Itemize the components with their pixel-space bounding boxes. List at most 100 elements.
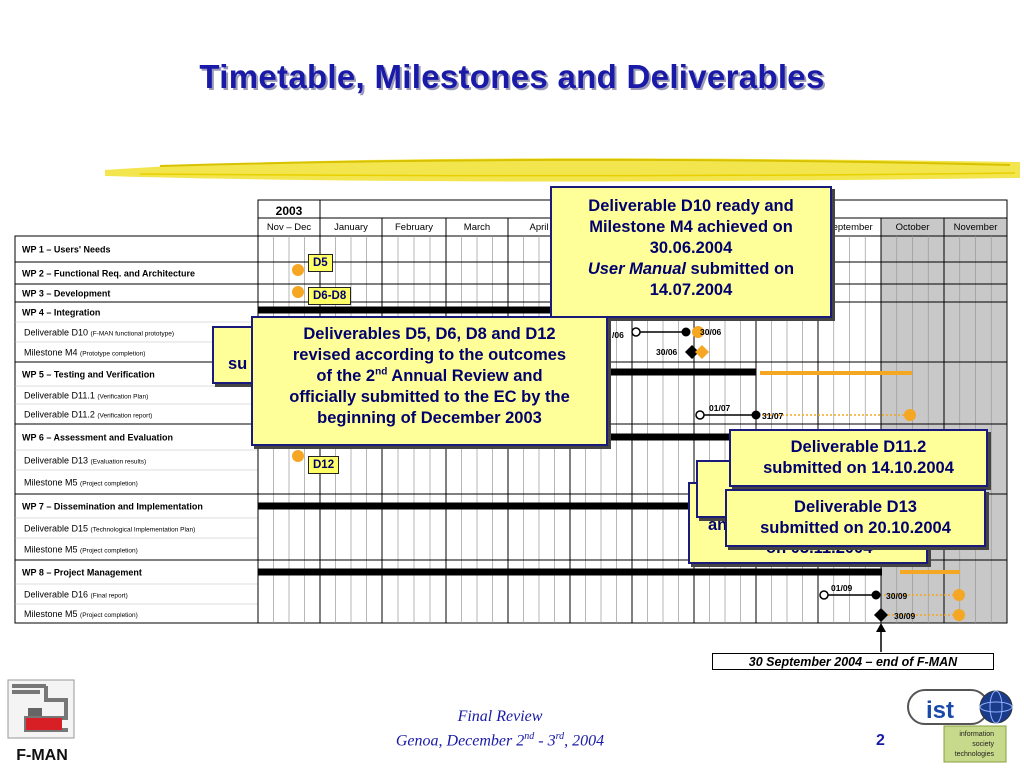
revised-marker-d12 bbox=[292, 450, 304, 462]
revised-marker-m5 bbox=[953, 609, 965, 621]
milestone-m4-revised bbox=[695, 345, 709, 359]
bar-wp8-planned bbox=[258, 568, 882, 576]
row-label: Milestone M5 (Project completion) bbox=[24, 545, 138, 555]
row-label-detail: (F-MAN functional prototype) bbox=[91, 331, 174, 338]
footer-text: - 3 bbox=[534, 732, 556, 750]
callout-hidden-line: an bbox=[708, 516, 728, 534]
date-label: 30/06 bbox=[656, 347, 678, 357]
callout-d11-2-line: submitted on 14.10.2004 bbox=[763, 459, 954, 477]
row-label: Deliverable D16 (Final report) bbox=[24, 590, 128, 600]
row-label-detail: (Prototype completion) bbox=[80, 351, 145, 358]
row-label: Milestone M5 (Project completion) bbox=[24, 478, 138, 488]
end-arrow-head bbox=[876, 623, 886, 632]
row-label: WP 2 – Functional Req. and Architecture bbox=[22, 269, 195, 279]
callout-revised-line: of the 2nd Annual Review and bbox=[253, 366, 606, 387]
callout-hidden-text: su bbox=[228, 355, 248, 373]
start-marker-d10 bbox=[631, 327, 641, 337]
footer-text: Genoa, December 2 bbox=[395, 732, 525, 750]
tag-d6-d8: D6-D8 bbox=[308, 287, 352, 305]
callout-d10-line: 14.07.2004 bbox=[649, 281, 733, 299]
decorative-brush-stroke bbox=[105, 158, 1020, 182]
row-label: WP 4 – Integration bbox=[22, 308, 100, 318]
callout-d10-line: Deliverable D10 ready and bbox=[588, 197, 794, 215]
bar-wp7-planned bbox=[258, 502, 726, 510]
callout-revised-line: officially submitted to the EC by the bbox=[289, 388, 570, 406]
month-label: February bbox=[395, 222, 433, 233]
month-label: April bbox=[529, 222, 548, 233]
row-label: Deliverable D11.1 (Verification Plan) bbox=[24, 391, 148, 401]
date-label: 31/07 bbox=[762, 411, 784, 421]
start-marker-d11-2 bbox=[695, 410, 705, 420]
page-number: 2 bbox=[876, 732, 885, 749]
row-label-detail: (Technological Implementation Plan) bbox=[91, 527, 196, 534]
row-label: Milestone M4 (Prototype completion) bbox=[24, 348, 145, 358]
row-label-detail: (Verification report) bbox=[97, 413, 152, 420]
callout-d10-line: 30.06.2004 bbox=[649, 239, 733, 257]
callout-revised-sup: nd bbox=[375, 366, 388, 378]
date-label: 01/07 bbox=[709, 403, 731, 413]
row-label-detail: (Final report) bbox=[91, 593, 128, 600]
callout-d10: Deliverable D10 ready and Milestone M4 a… bbox=[550, 186, 832, 318]
bar-wp8-revised bbox=[900, 570, 960, 574]
ist-logo: ist information society technologies bbox=[907, 689, 1013, 763]
ist-logo-sub: information bbox=[959, 731, 994, 738]
row-label-detail: (Verification Plan) bbox=[97, 394, 148, 401]
callout-d11-2-line: Deliverable D11.2 bbox=[790, 438, 927, 456]
milestone-m5-planned bbox=[874, 608, 888, 622]
callout-d13-line: Deliverable D13 bbox=[794, 498, 917, 516]
callout-revised-text: Annual Review and bbox=[387, 367, 543, 385]
row-label-detail: (Evaluation results) bbox=[91, 459, 147, 466]
bar-wp4-planned bbox=[258, 306, 560, 314]
page-title: Timetable, Milestones and Deliverables bbox=[199, 58, 825, 95]
end-of-project-label: 30 September 2004 – end of F-MAN bbox=[712, 653, 994, 670]
callout-d10-line4: submitted on bbox=[685, 260, 795, 278]
month-label: September bbox=[826, 222, 872, 233]
end-marker-d10 bbox=[681, 327, 691, 337]
footer-title: Final Review bbox=[457, 708, 543, 725]
date-label: 30/06 bbox=[700, 327, 722, 337]
callout-revised-line: Deliverables D5, D6, D8 and D12 bbox=[303, 325, 556, 343]
footer-sup: nd bbox=[524, 731, 535, 742]
month-label: January bbox=[334, 222, 368, 233]
milestone-m4-planned bbox=[685, 345, 699, 359]
row-label: Deliverable D10 (F-MAN functional protot… bbox=[24, 328, 174, 338]
callout-d10-line: Milestone M4 achieved on bbox=[589, 218, 793, 236]
month-label: March bbox=[464, 222, 490, 233]
date-label: 30/09 bbox=[894, 611, 916, 621]
callout-revised-deliverables: Deliverables D5, D6, D8 and D12 revised … bbox=[251, 316, 608, 446]
user-manual-text: User Manual bbox=[587, 260, 686, 278]
footer-sup: rd bbox=[555, 731, 565, 742]
callout-d13-line: submitted on 20.10.2004 bbox=[760, 519, 951, 537]
revised-marker-d6-d8 bbox=[292, 286, 304, 298]
row-label: Deliverable D15 (Technological Implement… bbox=[24, 524, 195, 534]
row-label: WP 3 – Development bbox=[22, 289, 110, 299]
end-marker-d11-2 bbox=[751, 410, 761, 420]
callout-revised-line: revised according to the outcomes bbox=[292, 346, 567, 364]
row-label: WP 8 – Project Management bbox=[22, 568, 142, 578]
year-label: 2003 bbox=[276, 204, 303, 218]
date-label: /06 bbox=[612, 330, 624, 340]
ist-logo-sub: technologies bbox=[955, 751, 995, 758]
bar-wp5-revised bbox=[760, 371, 912, 375]
revised-marker-d5 bbox=[292, 264, 304, 276]
ist-logo-text: ist bbox=[926, 697, 954, 724]
start-marker-d16 bbox=[819, 590, 829, 600]
callout-d11-2: Deliverable D11.2 submitted on 14.10.200… bbox=[729, 429, 988, 487]
tag-d12: D12 bbox=[308, 456, 340, 474]
callout-d13: Deliverable D13 submitted on 20.10.2004 bbox=[725, 489, 986, 547]
row-label-detail: (Project completion) bbox=[80, 612, 138, 619]
bar-wp6-planned bbox=[560, 433, 740, 441]
row-label: Milestone M5 (Project completion) bbox=[24, 609, 138, 619]
callout-d10-line: User Manual submitted on bbox=[552, 259, 830, 280]
month-label: October bbox=[896, 222, 930, 233]
month-label: Nov – Dec bbox=[267, 222, 312, 233]
fman-logo: F-MAN bbox=[7, 679, 75, 764]
month-label: November bbox=[954, 222, 998, 233]
row-label: WP 5 – Testing and Verification bbox=[22, 370, 155, 380]
row-label: Deliverable D11.2 (Verification report) bbox=[24, 410, 152, 420]
date-label: 30/09 bbox=[886, 591, 908, 601]
callout-revised-line: beginning of December 2003 bbox=[317, 409, 542, 427]
footer-subtitle: Genoa, December 2nd - 3rd, 2004 bbox=[330, 731, 670, 750]
row-label: WP 7 – Dissemination and Implementation bbox=[22, 502, 203, 512]
revised-marker-d10 bbox=[692, 326, 704, 338]
